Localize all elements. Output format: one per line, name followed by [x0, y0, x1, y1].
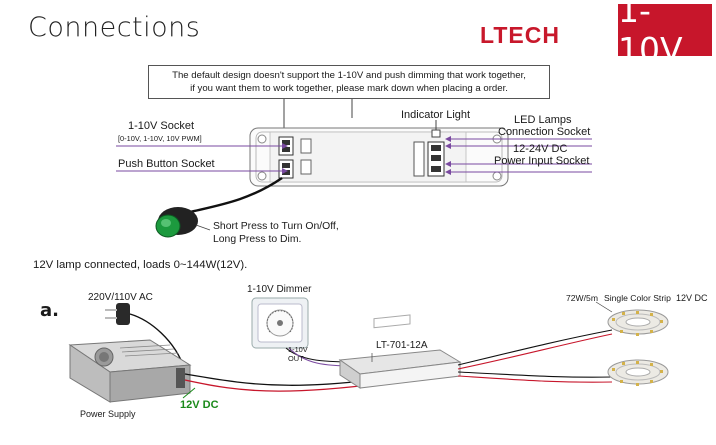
- page-title: Connections: [28, 12, 201, 43]
- push-button-socket-label: Push Button Socket: [118, 158, 215, 170]
- strip-wire: [457, 375, 613, 383]
- note-line-1: The default design doesn't support the 1…: [172, 70, 526, 81]
- led-lamps-label-line2: Connection Socket: [498, 126, 591, 138]
- psu-output-label: 12V DC: [180, 399, 219, 411]
- power-input-label-line2: Power Input Socket: [494, 155, 590, 167]
- power-input-label-line1: 12-24V DC: [513, 143, 568, 155]
- strip-pointer: [595, 301, 613, 313]
- strip-voltage-label: 12V DC: [676, 293, 708, 303]
- strip-wire: [457, 371, 613, 378]
- brand-logo: LTECH: [480, 22, 560, 48]
- dimmer-out-label: 1-10V OUT: [288, 345, 308, 363]
- socket-1-10v-sublabel: [0-10V, 1-10V, 10V PWM]: [118, 134, 202, 143]
- press-instructions: Short Press to Turn On/Off, Long Press t…: [213, 220, 339, 246]
- note-line-2: if you want them to work together, pleas…: [190, 83, 508, 94]
- controller-unit: [249, 127, 509, 187]
- section-label: a.: [40, 300, 59, 321]
- ac-plug: [105, 303, 130, 325]
- press-line-2: Long Press to Dim.: [213, 234, 302, 245]
- power-supply-label: Power Supply: [80, 409, 136, 419]
- driver-model-label: LT-701-12A: [376, 340, 428, 351]
- driver-unit: [338, 314, 462, 389]
- indicator-light-label: Indicator Light: [401, 109, 471, 121]
- led-lamps-label-line1: LED Lamps: [514, 114, 572, 126]
- led-strip-reel: [607, 309, 669, 336]
- dimmer-device: [251, 297, 309, 349]
- dimmer-out-line-2: OUT: [288, 354, 304, 363]
- strip-wire: [457, 329, 613, 366]
- callout-wires: [116, 138, 592, 173]
- strip-type-label: Single Color Strip: [604, 293, 671, 303]
- strip-power-label: 72W/5m: [566, 293, 598, 303]
- load-description: 12V lamp connected, loads 0~144W(12V).: [33, 259, 248, 271]
- press-line-1: Short Press to Turn On/Off,: [213, 221, 339, 232]
- socket-1-10v-label: 1-10V Socket: [128, 120, 195, 132]
- led-strip-reel: [607, 359, 669, 386]
- strip-wire: [457, 333, 613, 370]
- press-pointer: [195, 224, 211, 231]
- push-button: [155, 207, 198, 238]
- dc-pointer: [182, 387, 196, 399]
- dimmer-out-line-1: 1-10V: [288, 345, 308, 354]
- ac-input-label: 220V/110V AC: [88, 292, 153, 303]
- power-supply-unit: [68, 339, 192, 403]
- push-button-cable: [189, 177, 283, 214]
- dimmer-label: 1-10V Dimmer: [247, 284, 312, 295]
- callout-arrows: [282, 136, 451, 175]
- design-note: The default design doesn't support the 1…: [148, 65, 550, 99]
